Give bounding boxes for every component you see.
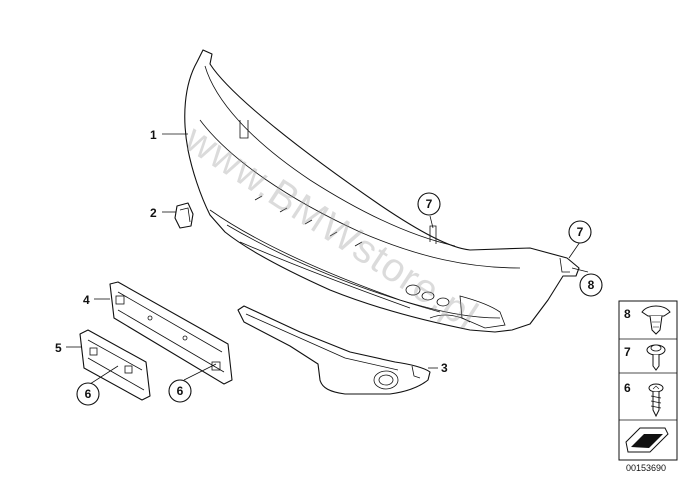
- legend-number-7: 7: [624, 345, 631, 359]
- circled-callout-7a: 7: [417, 192, 441, 216]
- svg-text:6: 6: [177, 384, 184, 398]
- circled-callout-8: 8: [579, 273, 603, 297]
- diagram-id: 00153690: [626, 463, 666, 473]
- expanding-clip-icon: [641, 305, 671, 335]
- lead-lines: [66, 133, 589, 385]
- callout-3: 3: [441, 361, 448, 375]
- callout-4: 4: [83, 293, 90, 307]
- circled-callout-7b: 7: [568, 220, 592, 244]
- callout-5: 5: [55, 341, 62, 355]
- licence-plate-base: [109, 281, 233, 385]
- bumper-panel: [184, 49, 580, 333]
- circled-callout-6b: 6: [168, 379, 192, 403]
- tow-hook-cover: [174, 202, 194, 229]
- fastener-legend: 8 7 6: [618, 300, 678, 461]
- washer-screw-icon: [646, 344, 666, 371]
- licence-plate-bracket: [79, 329, 151, 401]
- tapping-screw-icon: [648, 383, 664, 418]
- legend-number-6: 6: [624, 381, 631, 395]
- callout-1: 1: [150, 128, 157, 142]
- svg-text:6: 6: [85, 387, 92, 401]
- legend-number-8: 8: [624, 307, 631, 321]
- direction-arrow-icon: [625, 427, 669, 453]
- svg-text:8: 8: [588, 278, 595, 292]
- svg-text:7: 7: [426, 197, 433, 211]
- grille-strip: [237, 305, 431, 395]
- callout-2: 2: [150, 206, 157, 220]
- svg-text:7: 7: [577, 225, 584, 239]
- circled-callout-6a: 6: [76, 382, 100, 406]
